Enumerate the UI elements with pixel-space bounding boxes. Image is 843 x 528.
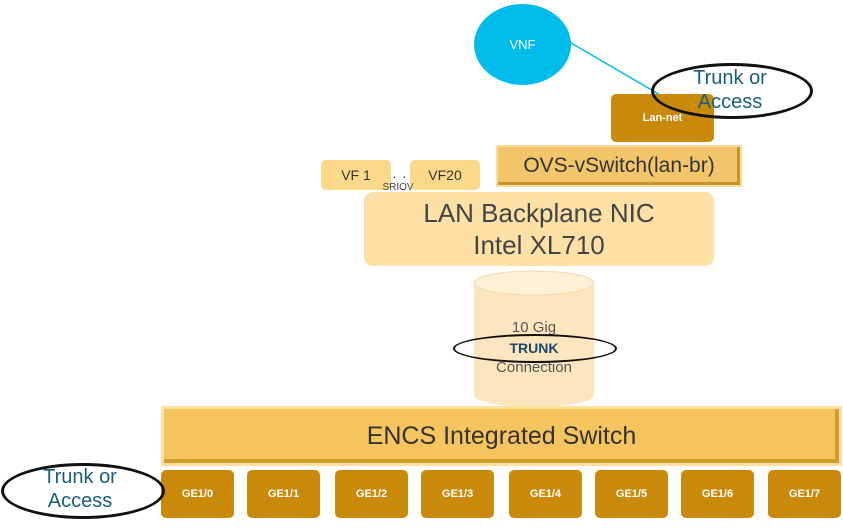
port-label: GE1/1: [267, 488, 300, 500]
port-label: GE1/4: [529, 488, 562, 500]
trunk-access-top-line2: Access: [697, 91, 763, 113]
trunk-access-label-top: Trunk or Access: [652, 66, 808, 114]
vnf-label: VNF: [509, 37, 536, 52]
connection-line1: 10 Gig: [511, 319, 557, 336]
trunk-access-top-line1: Trunk or: [693, 67, 767, 89]
port-ge1-1: GE1/1: [247, 470, 320, 518]
trunk-access-label-bottom: Trunk or Access: [0, 465, 160, 513]
encs-label: ENCS Integrated Switch: [366, 421, 637, 450]
port-ge1-4: GE1/4: [509, 470, 582, 518]
trunk-access-oval-top: [651, 63, 813, 119]
nic-line2: Intel XL710: [473, 230, 605, 260]
port-label: GE1/7: [788, 488, 821, 500]
nic-line1: LAN Backplane NIC: [423, 198, 655, 228]
vf1-label: VF 1: [341, 167, 371, 183]
port-ge1-0: GE1/0: [161, 470, 234, 518]
vnf-node: VNF: [474, 4, 571, 85]
trunk-access-bottom-line2: Access: [47, 490, 113, 512]
vf20-label: VF20: [428, 167, 462, 183]
port-ge1-2: GE1/2: [335, 470, 408, 518]
vf1-box: VF 1: [321, 160, 391, 190]
port-label: GE1/6: [701, 488, 734, 500]
sriov-label: SRIOV: [382, 182, 414, 193]
vf-dots: . . .: [392, 165, 408, 197]
lan-backplane-nic-box: LAN Backplane NIC Intel XL710: [364, 192, 714, 266]
encs-switch-box: ENCS Integrated Switch: [161, 406, 842, 466]
trunk-oval: [453, 334, 617, 363]
trunk-access-bottom-line1: Trunk or: [43, 466, 117, 488]
port-label: GE1/3: [441, 488, 474, 500]
lan-net-label: Lan-net: [642, 112, 683, 124]
port-ge1-7: GE1/7: [768, 470, 841, 518]
port-ge1-5: GE1/5: [595, 470, 668, 518]
port-ge1-3: GE1/3: [421, 470, 494, 518]
port-label: GE1/0: [181, 488, 214, 500]
trunk-access-oval-bottom: [1, 463, 165, 519]
ovs-label: OVS-vSwitch(lan-br): [523, 154, 715, 177]
vf20-box: VF20: [410, 160, 480, 190]
vnf-link-line: [565, 39, 663, 97]
port-label: GE1/2: [355, 488, 388, 500]
connection-line3: Connection: [496, 359, 572, 376]
ovs-vswitch-box: OVS-vSwitch(lan-br): [496, 145, 742, 187]
port-label: GE1/5: [615, 488, 648, 500]
port-ge1-6: GE1/6: [681, 470, 754, 518]
